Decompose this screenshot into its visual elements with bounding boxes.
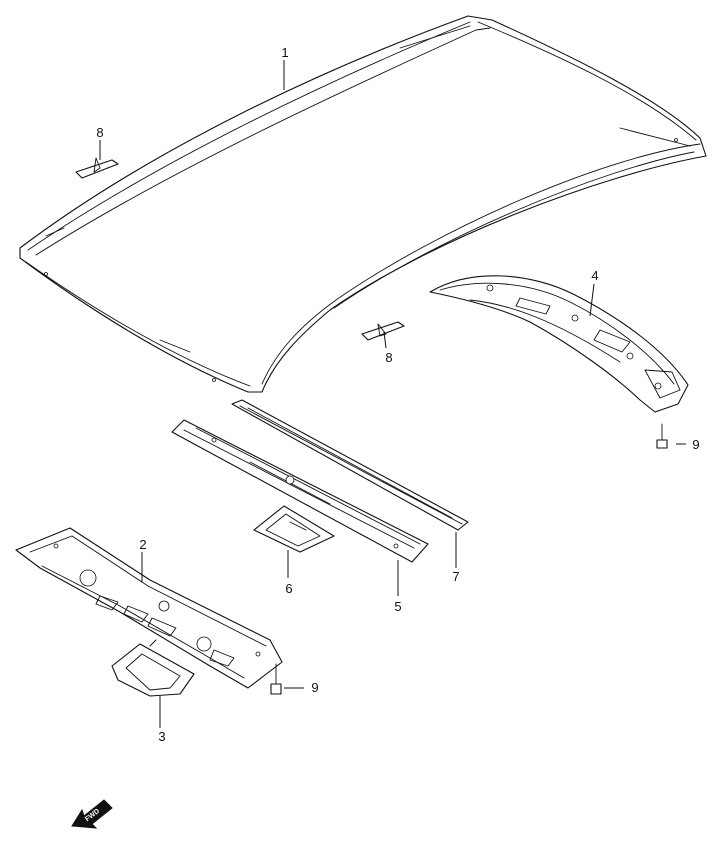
roof-panel[interactable]: [19, 15, 707, 393]
bolt-rear[interactable]: [656, 423, 668, 449]
rear-header-panel[interactable]: [429, 275, 689, 413]
leader-8b: [383, 331, 387, 349]
roof-bow-rear[interactable]: [231, 399, 469, 531]
callout-4: 4: [591, 268, 598, 283]
callout-8-lower: 8: [385, 350, 392, 365]
callout-labels: 1 8 8 4 9 2 3 6 5 7 9: [96, 45, 699, 744]
front-header-bracket[interactable]: [111, 639, 195, 697]
adhesive-pad-lower[interactable]: [361, 321, 405, 341]
callout-5: 5: [394, 599, 401, 614]
leader-lines: [99, 60, 686, 728]
callout-1: 1: [281, 45, 288, 60]
front-header-panel[interactable]: [15, 527, 283, 689]
adhesive-pad-upper[interactable]: [75, 157, 119, 179]
roof-bow-front[interactable]: [171, 419, 429, 563]
callout-3: 3: [158, 729, 165, 744]
forward-direction-arrow: FWD: [71, 799, 113, 829]
callout-9-rear: 9: [692, 437, 699, 452]
callout-2: 2: [139, 537, 146, 552]
callout-7: 7: [452, 569, 459, 584]
callout-6: 6: [285, 581, 292, 596]
callout-9-front: 9: [311, 680, 318, 695]
roof-bow-reinforcement[interactable]: [253, 505, 335, 553]
bolt-front[interactable]: [270, 663, 282, 695]
callout-8-upper: 8: [96, 125, 103, 140]
leader-4: [589, 283, 595, 317]
